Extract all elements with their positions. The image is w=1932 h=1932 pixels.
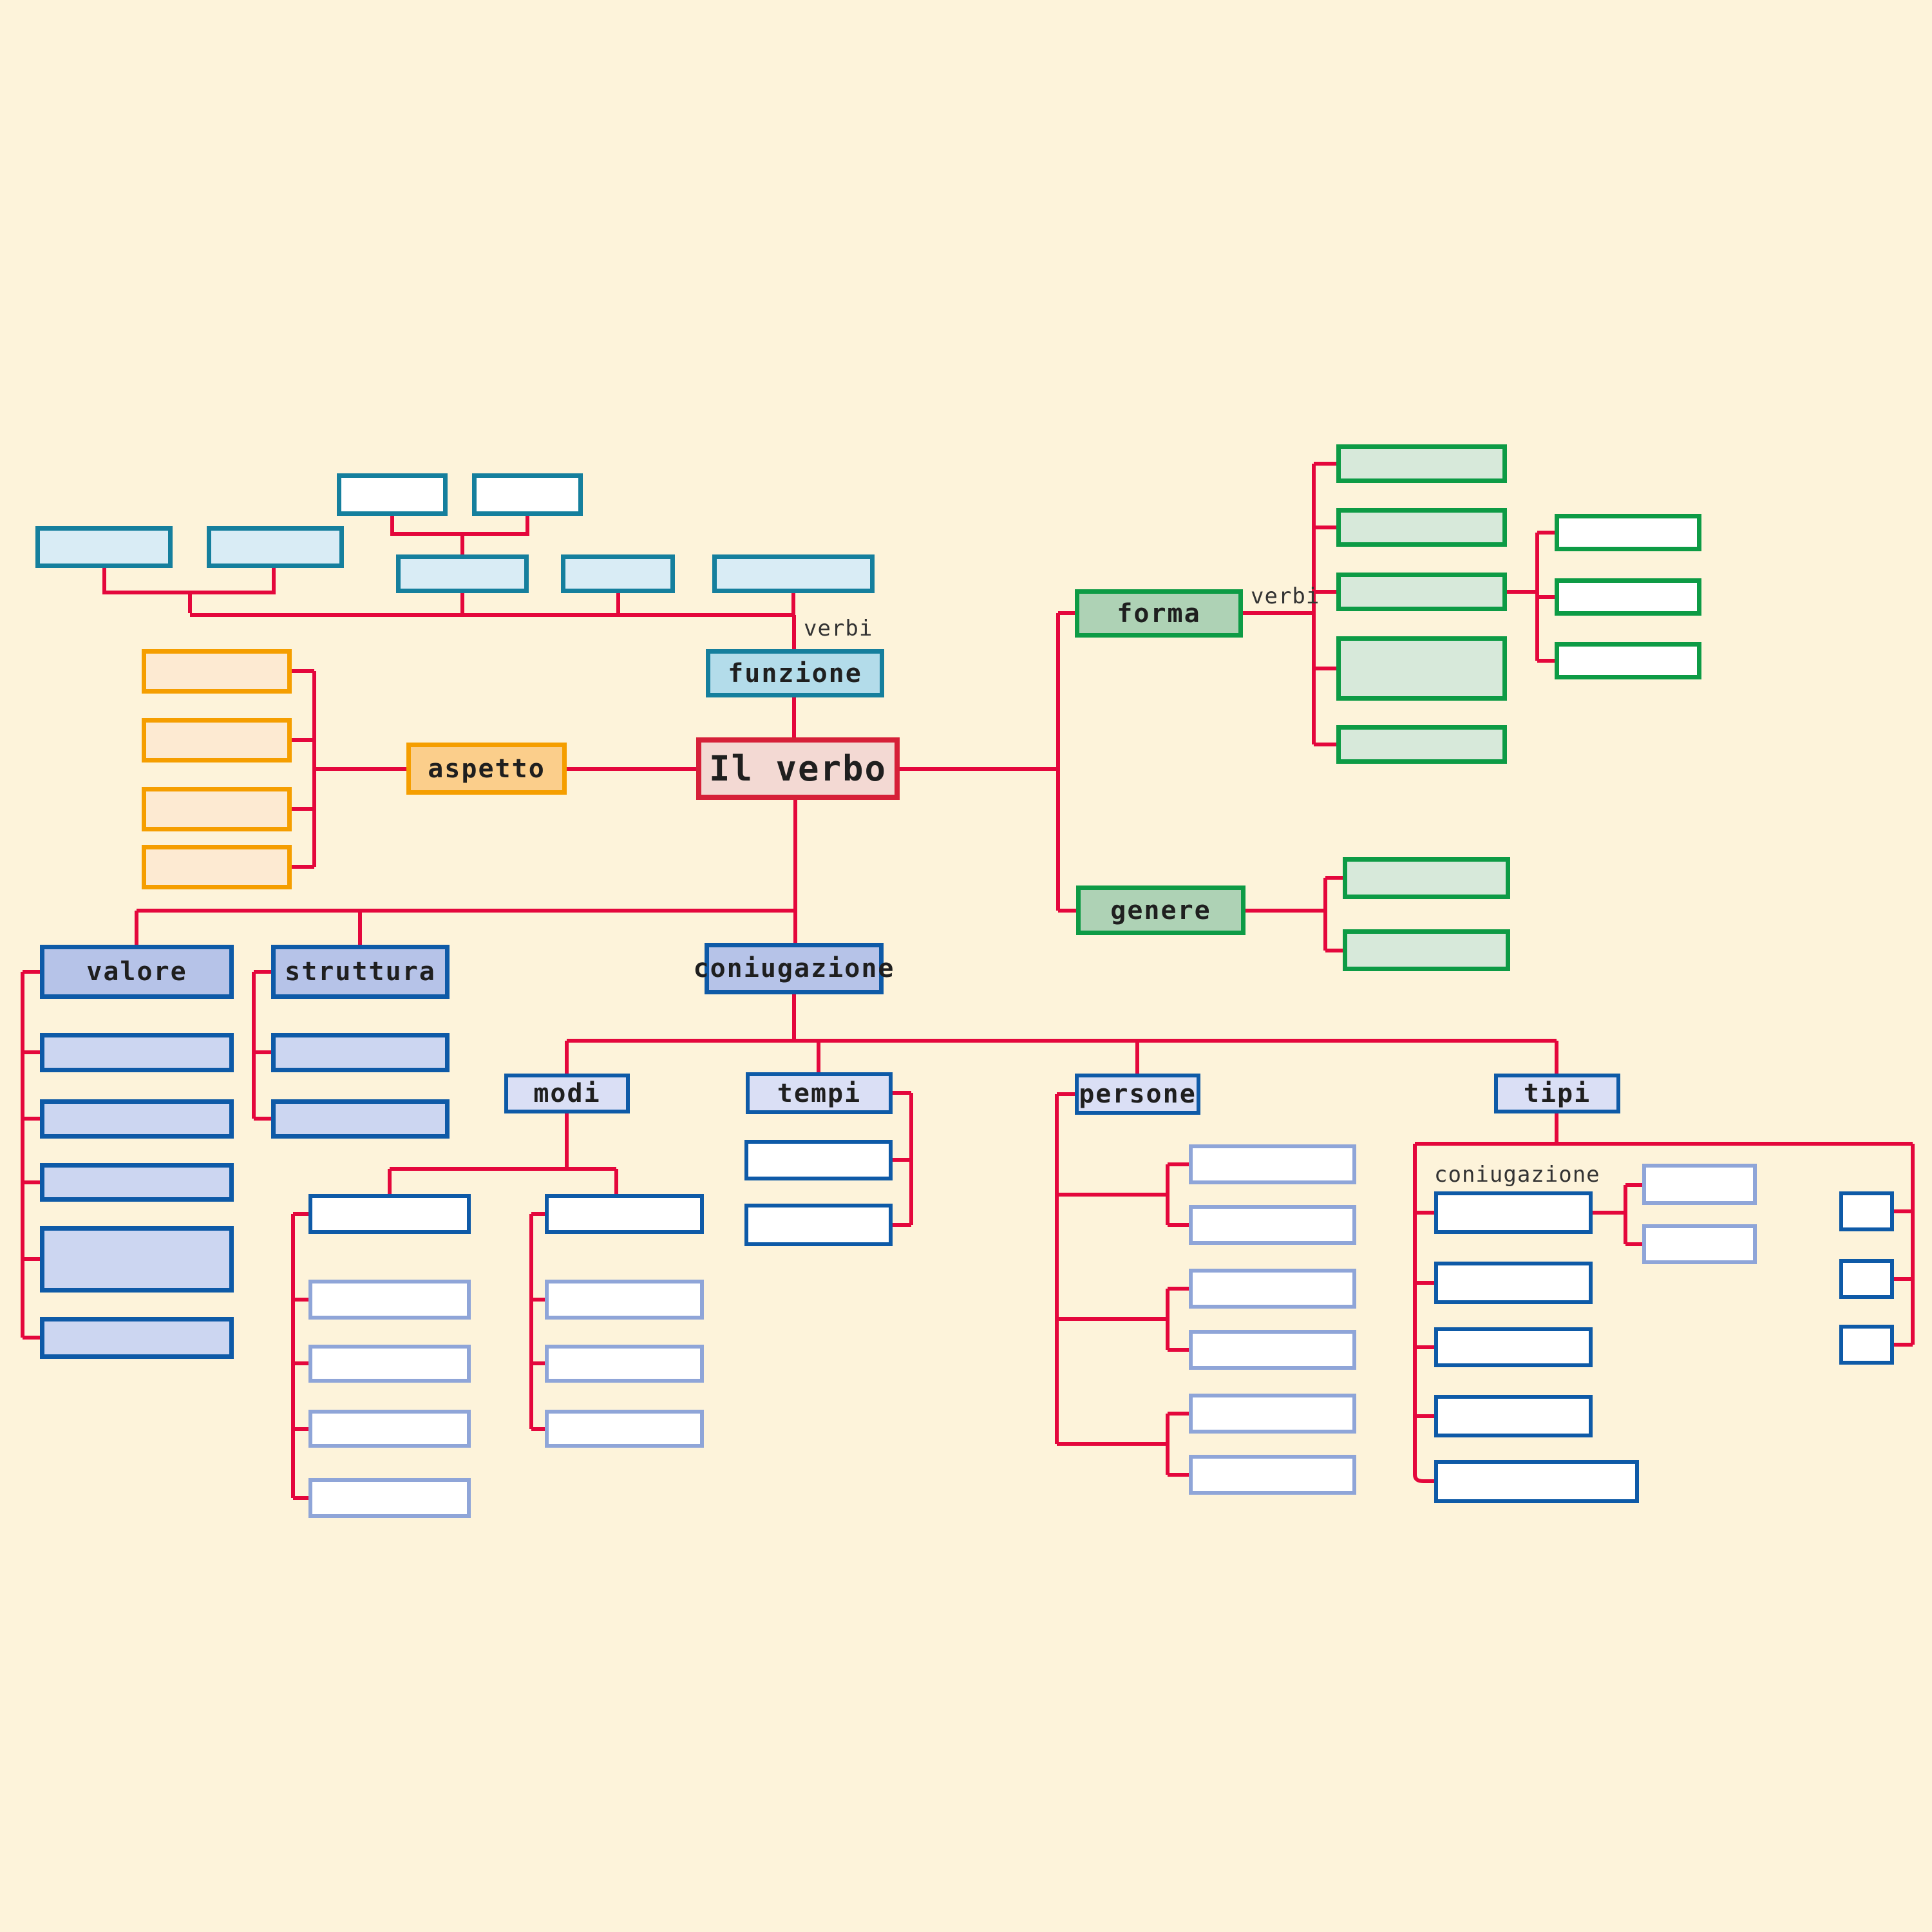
empty-box-modi-left-3: [308, 1410, 471, 1448]
node-funzione: funzione: [706, 649, 884, 697]
connector-root-right: [900, 611, 1076, 913]
empty-box-modi-left-head: [308, 1194, 471, 1234]
empty-box-tempi-1: [744, 1140, 893, 1180]
empty-box-modi-left-2: [308, 1345, 471, 1383]
empty-box-tipi-3: [1434, 1327, 1593, 1367]
empty-box-modi-right-head: [545, 1194, 704, 1234]
node-valore: valore: [40, 945, 234, 999]
connector-persone-pair2: [1057, 1287, 1189, 1352]
verbi-label-funzione: verbi: [804, 616, 873, 641]
connector-aspetto-bracket: [292, 669, 406, 869]
empty-box-genere-1: [1343, 857, 1510, 899]
empty-box-funzione-a: [337, 473, 448, 516]
node-struttura: struttura: [271, 945, 450, 999]
connector-genere-bracket: [1245, 876, 1343, 952]
connector-funzione-collector: [190, 593, 796, 649]
empty-box-persone-5: [1189, 1394, 1356, 1434]
connector-funzione-top-pair: [390, 516, 529, 554]
node-modi: modi: [504, 1074, 630, 1113]
empty-box-struttura-1: [271, 1033, 450, 1072]
empty-box-persone-3: [1189, 1269, 1356, 1309]
empty-box-tipi-small-3: [1839, 1325, 1894, 1365]
empty-box-forma-4: [1336, 636, 1507, 701]
empty-box-aspetto-3: [142, 787, 292, 831]
verbi-label-forma: verbi: [1251, 583, 1320, 609]
empty-box-forma-3: [1336, 573, 1507, 611]
connector-modi-left-bracket: [291, 1212, 308, 1500]
node-persone: persone: [1075, 1074, 1200, 1115]
empty-box-tipi-sub-1: [1642, 1164, 1757, 1205]
empty-box-valore-2: [40, 1099, 234, 1139]
connector-struttura-bracket: [252, 970, 271, 1121]
connector-tipi-r-bracket: [1593, 1183, 1642, 1246]
connector-persone-main: [1055, 1092, 1075, 1444]
empty-box-persone-4: [1189, 1330, 1356, 1370]
empty-box-persone-6: [1189, 1455, 1356, 1495]
empty-box-tempi-2: [744, 1204, 893, 1246]
empty-box-persone-1: [1189, 1144, 1356, 1184]
empty-box-funzione-g: [712, 554, 875, 593]
connector-tipi-main: [1415, 1113, 1913, 1146]
empty-box-aspetto-2: [142, 718, 292, 762]
empty-box-funzione-b: [472, 473, 583, 516]
connector-modi-split: [388, 1113, 618, 1194]
empty-box-valore-3: [40, 1163, 234, 1202]
empty-box-tipi-sub-2: [1642, 1224, 1757, 1264]
empty-box-struttura-2: [271, 1099, 450, 1139]
coniugazione-note-tipi: coniugazione: [1434, 1162, 1600, 1188]
empty-box-forma-sub-3: [1555, 642, 1701, 679]
empty-box-modi-right-1: [545, 1280, 704, 1320]
connector-root-bottom: [135, 800, 797, 945]
node-aspetto: aspetto: [406, 743, 567, 795]
empty-box-aspetto-4: [142, 845, 292, 889]
connector-tempi-bracket: [893, 1091, 913, 1227]
empty-box-funzione-c: [35, 526, 173, 568]
empty-box-valore-1: [40, 1033, 234, 1072]
empty-box-tipi-2: [1434, 1262, 1593, 1304]
empty-box-forma-sub-1: [1555, 514, 1701, 551]
empty-box-modi-left-4: [308, 1478, 471, 1518]
empty-box-forma-5: [1336, 725, 1507, 764]
connector-funzione-left-pair: [102, 568, 276, 613]
empty-box-funzione-f: [561, 554, 675, 593]
node-coniugazione: coniugazione: [694, 943, 894, 994]
connector-tipi-right-bracket: [1894, 1144, 1915, 1347]
node-tempi: tempi: [746, 1072, 893, 1114]
empty-box-persone-2: [1189, 1205, 1356, 1245]
empty-box-forma-2: [1336, 508, 1507, 547]
connector-tipi-left-bracket: [1413, 1144, 1434, 1483]
empty-box-tipi-small-1: [1839, 1191, 1894, 1231]
empty-box-tipi-small-2: [1839, 1259, 1894, 1299]
connector-valore-bracket: [21, 970, 40, 1340]
node-tipi: tipi: [1494, 1074, 1620, 1113]
empty-box-aspetto-1: [142, 649, 292, 694]
empty-box-forma-1: [1336, 444, 1507, 483]
empty-box-funzione-e: [396, 554, 529, 593]
empty-box-valore-4: [40, 1226, 234, 1293]
node-il-verbo: Il verbo: [696, 737, 900, 800]
empty-box-modi-left-1: [308, 1280, 471, 1320]
connector-coniugazione-row: [565, 994, 1558, 1074]
empty-box-genere-2: [1343, 929, 1510, 971]
empty-box-modi-right-3: [545, 1410, 704, 1448]
empty-box-tipi-4: [1434, 1395, 1593, 1437]
empty-box-funzione-d: [207, 526, 344, 568]
connector-persone-pair1: [1057, 1162, 1189, 1227]
empty-box-valore-5: [40, 1317, 234, 1359]
empty-box-tipi-1: [1434, 1191, 1593, 1234]
node-forma: forma: [1075, 589, 1243, 638]
empty-box-modi-right-2: [545, 1345, 704, 1383]
node-genere: genere: [1076, 886, 1245, 935]
connector-modi-right-bracket: [529, 1212, 545, 1431]
connector-forma-bracket: [1243, 462, 1336, 746]
connector-persone-pair3: [1057, 1412, 1189, 1477]
empty-box-tipi-5: [1434, 1460, 1639, 1503]
empty-box-forma-sub-2: [1555, 578, 1701, 616]
connector-forma-white-bracket: [1507, 531, 1555, 663]
